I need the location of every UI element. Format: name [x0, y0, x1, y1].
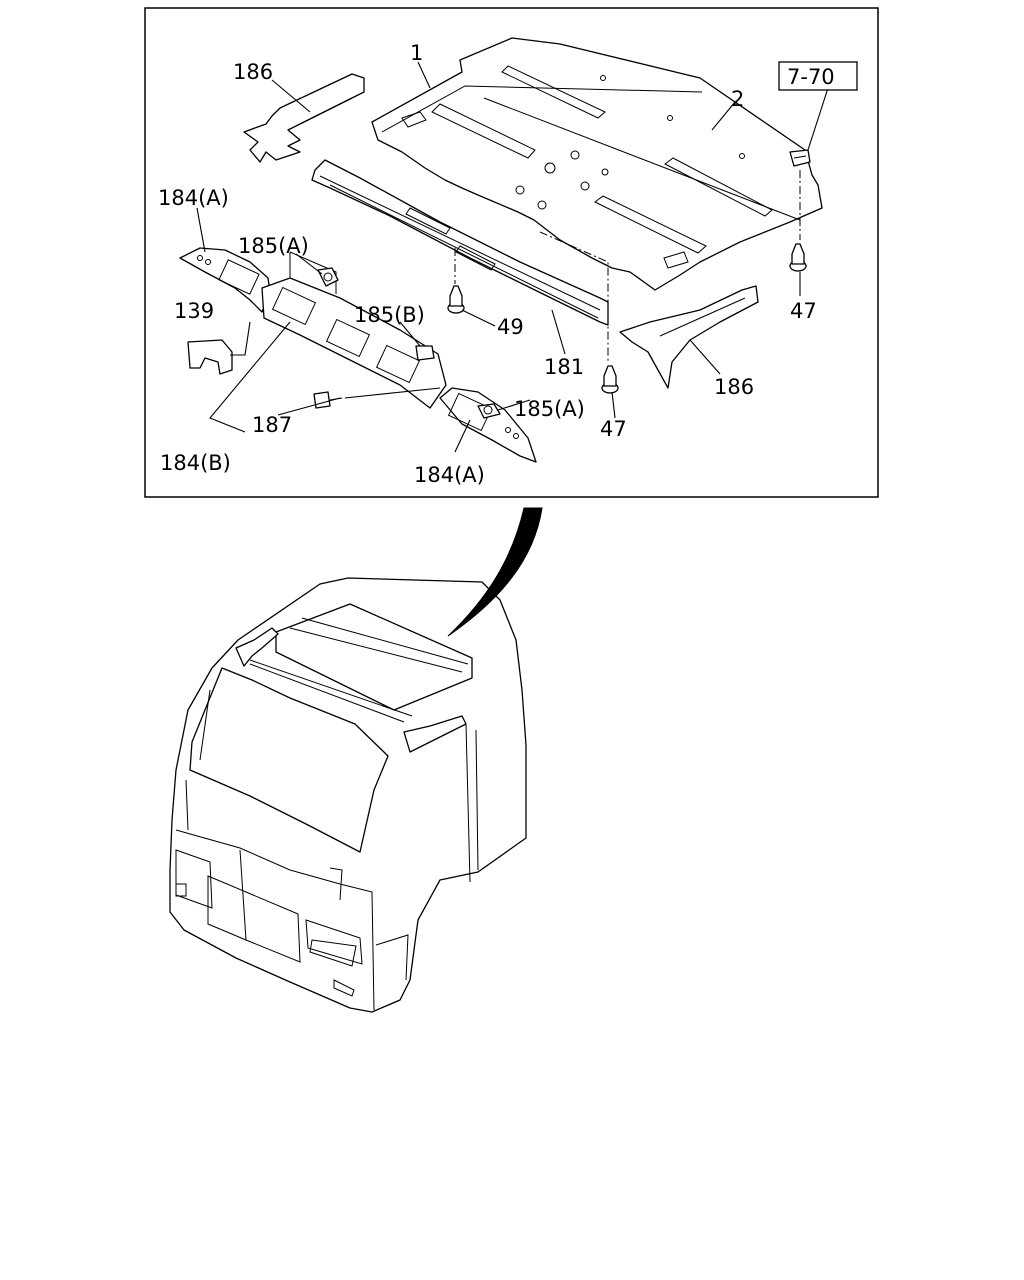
clip-185b	[415, 345, 435, 361]
callout-47-right: 47	[790, 299, 817, 323]
pillar-trim-186-bottom	[619, 285, 759, 389]
leader-line	[295, 253, 323, 275]
leader-line	[196, 207, 206, 253]
pillar-trim-186-top	[243, 73, 365, 163]
screw-187	[313, 391, 343, 409]
leader-line	[461, 309, 496, 327]
leader-line	[417, 61, 431, 89]
bracket-139	[187, 339, 233, 375]
clip-7-70	[789, 149, 811, 167]
leader-line	[277, 397, 341, 416]
callout-184b: 184(B)	[160, 451, 231, 475]
leader-line	[807, 87, 829, 151]
location-pointer	[447, 507, 543, 637]
alignment-line	[539, 231, 609, 362]
callout-7-70: 7-70	[787, 65, 835, 89]
exploded-view-frame	[144, 7, 879, 498]
screw-47-bottom	[601, 365, 619, 394]
leader-line	[454, 419, 471, 453]
leader-line	[344, 387, 441, 399]
console-184b	[261, 251, 447, 409]
leader-line	[209, 321, 291, 433]
callout-187: 187	[252, 413, 292, 437]
clip-185a-bottom	[477, 403, 501, 419]
callout-185b: 185(B)	[354, 303, 425, 327]
leader-line	[271, 79, 311, 113]
leader-line	[689, 339, 721, 375]
callout-185a-bottom: 185(A)	[514, 397, 585, 421]
callout-185a-top: 185(A)	[238, 234, 309, 258]
callout-181: 181	[544, 355, 584, 379]
front-rail	[311, 159, 609, 326]
screw-47-right	[789, 243, 807, 272]
clip-185a-top	[317, 267, 339, 287]
callout-139: 139	[174, 299, 214, 323]
callout-186-top: 186	[233, 60, 273, 84]
callout-186-bottom: 186	[714, 375, 754, 399]
callout-184a-bottom: 184(A)	[414, 463, 485, 487]
callout-1: 1	[410, 41, 423, 65]
reference-box	[778, 61, 858, 91]
callout-184a-left: 184(A)	[158, 186, 229, 210]
leader-line	[399, 321, 421, 347]
leader-line	[551, 309, 566, 355]
leader-line	[497, 399, 531, 411]
callout-2: 2	[731, 87, 744, 111]
leader-line	[611, 391, 616, 419]
leader-line	[711, 101, 736, 131]
map-lamp-184a-right	[439, 387, 537, 463]
callout-49: 49	[497, 315, 524, 339]
callout-47-bottom: 47	[600, 417, 627, 441]
leader-line	[230, 321, 251, 356]
truck-cab	[169, 577, 527, 1013]
screw-49	[447, 285, 465, 314]
headliner-panel	[371, 37, 823, 291]
